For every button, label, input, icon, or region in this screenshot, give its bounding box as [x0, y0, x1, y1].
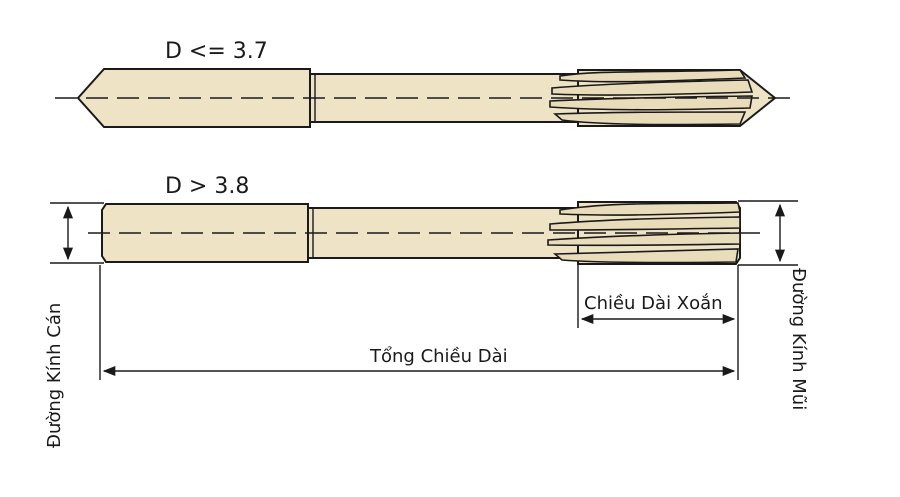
small-diameter-reamer: D <= 3.7 — [55, 39, 790, 128]
large-tool-label: D > 3.8 — [165, 174, 249, 199]
large-reamer-shank — [101, 203, 309, 263]
shank-diameter-label: Đường Kính Cán — [44, 303, 65, 448]
small-reamer-flutes — [549, 69, 754, 126]
large-reamer-flutes — [547, 202, 741, 264]
tip-diameter-label: Đường Kính Mũi — [788, 268, 809, 410]
small-tool-label: D <= 3.7 — [165, 39, 268, 64]
dimension-lines — [50, 200, 798, 380]
large-diameter-reamer: D > 3.8 — [88, 174, 760, 265]
flute-length-label: Chiều Dài Xoắn — [584, 293, 723, 314]
total-length-label: Tổng Chiều Dài — [369, 346, 508, 367]
